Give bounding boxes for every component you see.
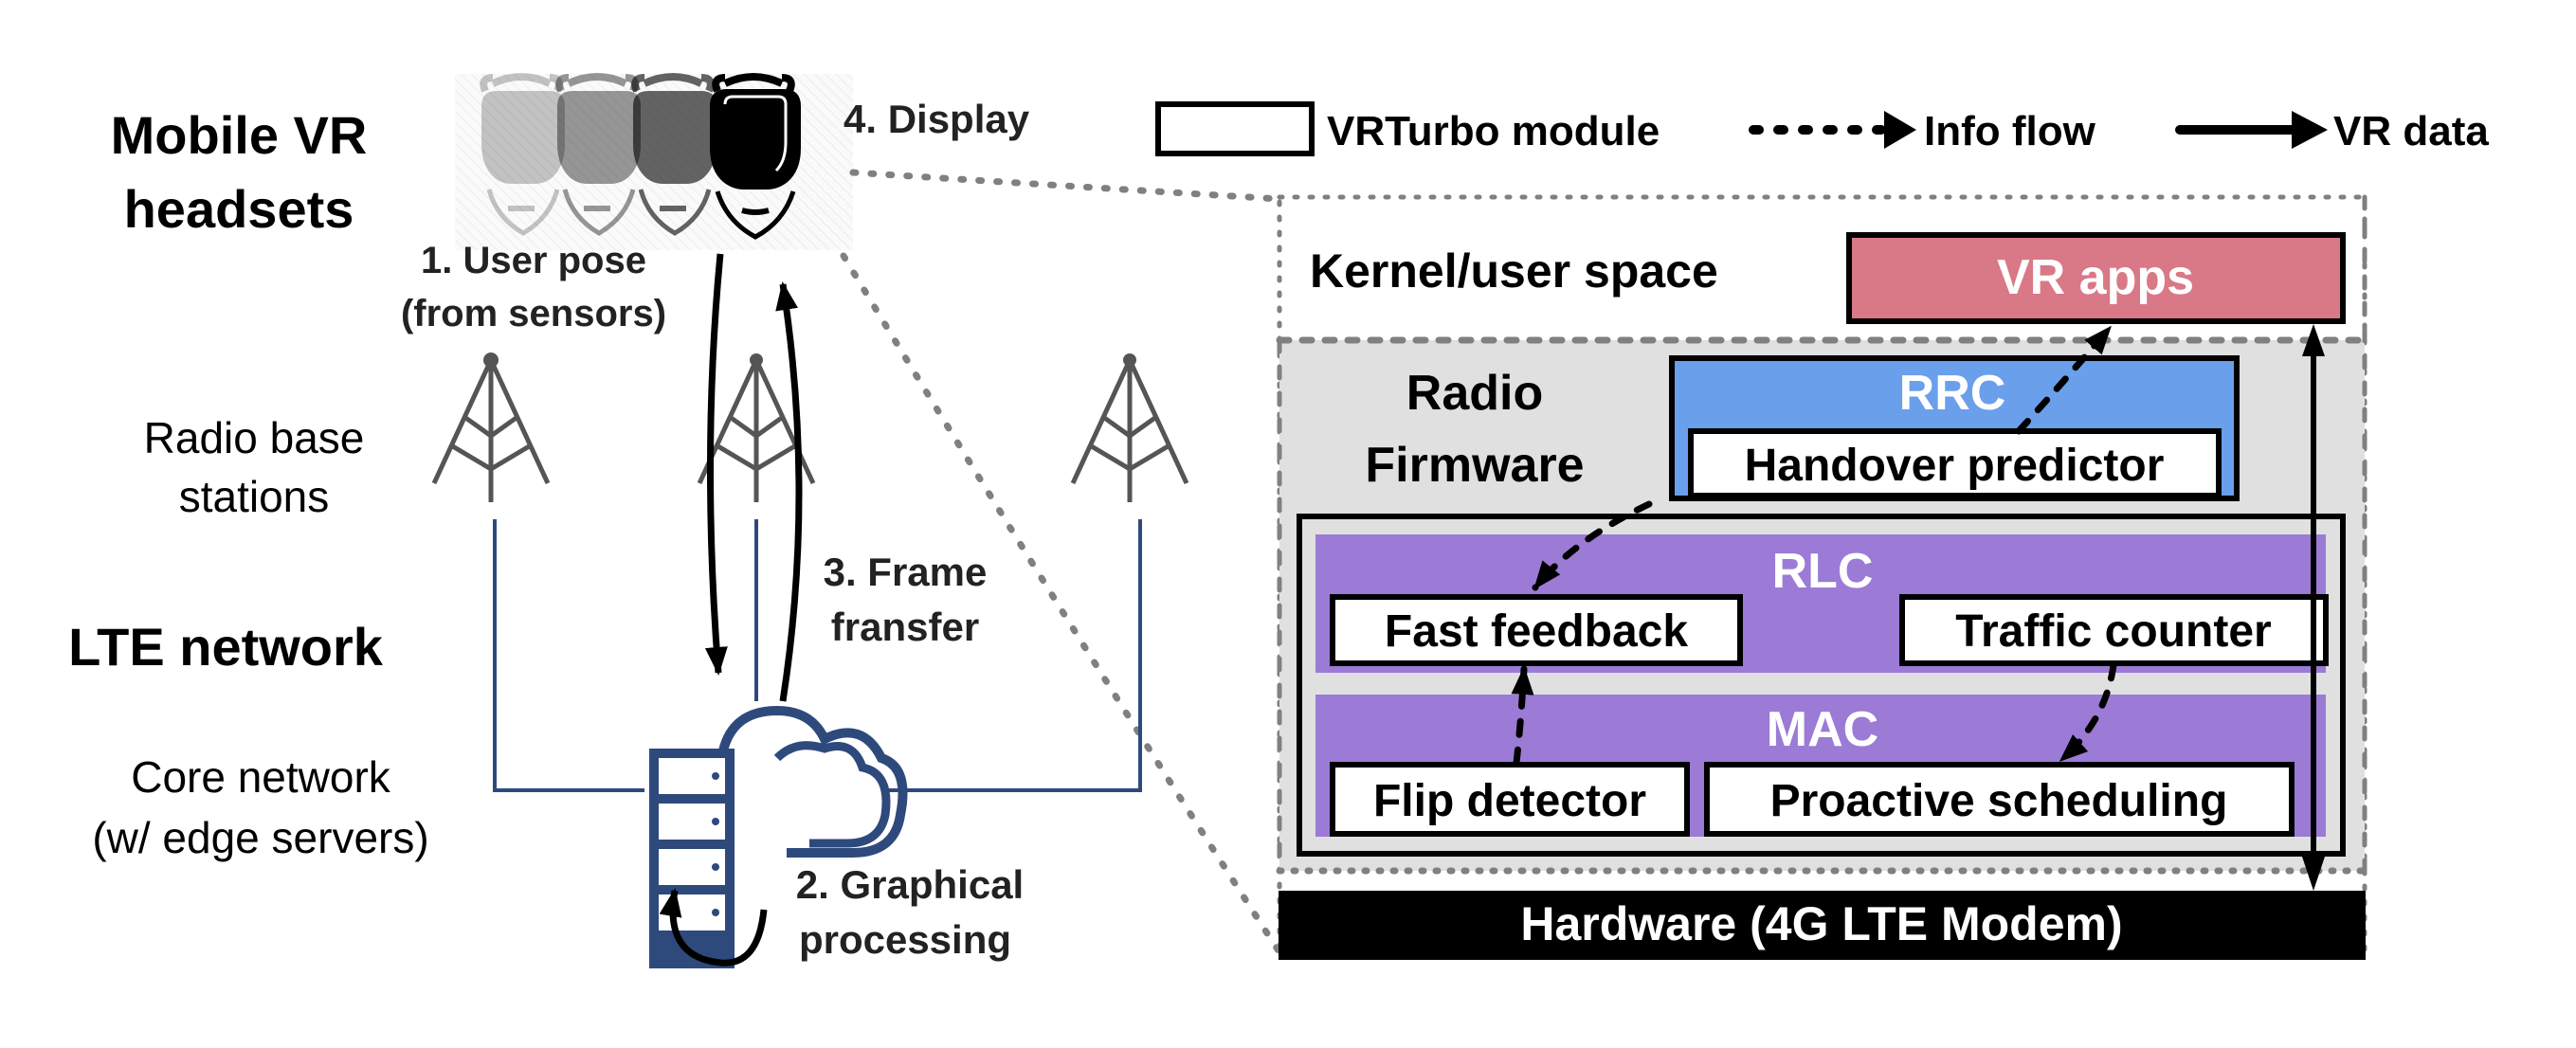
legend-info-flow-label: Info flow [1924, 108, 2096, 154]
headset-icon [555, 73, 641, 236]
lte-network-label: LTE network [68, 617, 384, 677]
proactive-scheduling-label: Proactive scheduling [1770, 776, 2228, 826]
vr-headsets-illustration [455, 73, 853, 250]
info-flow-flip-to-feedback-arrow [1511, 665, 1534, 767]
step1-user-pose-label-line2: (from sensors) [401, 293, 666, 334]
hardware-label: Hardware (4G LTE Modem) [1520, 897, 2122, 950]
step2-graphical-processing-label: 2. Graphical [796, 862, 1024, 907]
legend-module-label: VRTurbo module [1327, 108, 1660, 154]
edge-server-cloud-icon [649, 705, 908, 968]
radio-firmware-label-line2: Firmware [1365, 438, 1584, 493]
flip-detector-label: Flip detector [1373, 776, 1646, 826]
info-flow-handover-to-apps-arrow [2015, 324, 2113, 435]
step3-frame-transfer-label: 3. Frame [824, 550, 988, 594]
step1-user-pose-label: 1. User pose [421, 240, 646, 281]
radio-tower-icon [1070, 353, 1189, 502]
step4-display-label: 4. Display [844, 97, 1030, 141]
headset-icon [710, 73, 801, 240]
kernel-user-space-label: Kernel/user space [1310, 244, 1718, 298]
step2-graphical-processing-label-line2: processing [799, 917, 1011, 962]
handover-predictor-box [1688, 428, 2222, 498]
rrc-label: RRC [1899, 366, 2006, 421]
fast-feedback-box [1330, 594, 1743, 666]
base-stations-label: Radio base [144, 413, 365, 462]
base-stations-label-line2: stations [179, 472, 330, 521]
legend-vr-data-label: VR data [2333, 108, 2489, 154]
legend-info-flow-arrowhead [1884, 111, 1916, 149]
rlc-label: RLC [1772, 544, 1874, 599]
legend-module-swatch [1155, 101, 1315, 156]
graphical-processing-loop-arrow [659, 888, 768, 967]
headset-icon [631, 73, 717, 236]
flip-detector-box [1330, 762, 1690, 837]
zoom-guide-line-bottom [840, 252, 1283, 956]
legend: VRTurbo module Info flow VR data [1155, 101, 2489, 156]
step3-frame-transfer-label-line2: fransfer [831, 605, 979, 649]
headset-icon [480, 73, 565, 236]
legend-vr-data-arrowhead [2292, 111, 2328, 149]
radio-tower-icon [431, 353, 551, 502]
fast-feedback-label: Fast feedback [1385, 606, 1688, 657]
hardware-modem-bar [1279, 891, 2366, 960]
vr-data-up-arrowhead [2302, 324, 2325, 356]
vr-apps-box [1846, 232, 2346, 324]
traffic-counter-label: Traffic counter [1955, 606, 2271, 657]
mac-label: MAC [1767, 702, 1878, 757]
core-network-label: Core network [131, 752, 391, 802]
rlc-mac-frame [1297, 514, 2346, 857]
info-flow-handover-to-feedback-arrow [1532, 500, 1653, 591]
headsets-label-line2: headsets [124, 179, 354, 239]
radio-firmware-label: Radio [1406, 366, 1543, 421]
radio-tower-icon [697, 353, 816, 502]
proactive-scheduling-box [1704, 762, 2295, 837]
vr-apps-label: VR apps [1997, 250, 2194, 305]
vr-data-down-arrowhead [2302, 857, 2325, 891]
traffic-counter-box [1899, 594, 2329, 666]
info-flow-counter-to-scheduling-arrow [2058, 661, 2117, 764]
core-network-label-line2: (w/ edge servers) [92, 813, 428, 862]
handover-predictor-label: Handover predictor [1745, 441, 2165, 491]
user-pose-uplink-arrow [704, 253, 728, 676]
headsets-label: Mobile VR [111, 105, 368, 165]
zoom-guide-line-top [849, 169, 1283, 203]
core-network-links [493, 519, 1142, 792]
frame-transfer-downlink-arrow [775, 281, 803, 702]
